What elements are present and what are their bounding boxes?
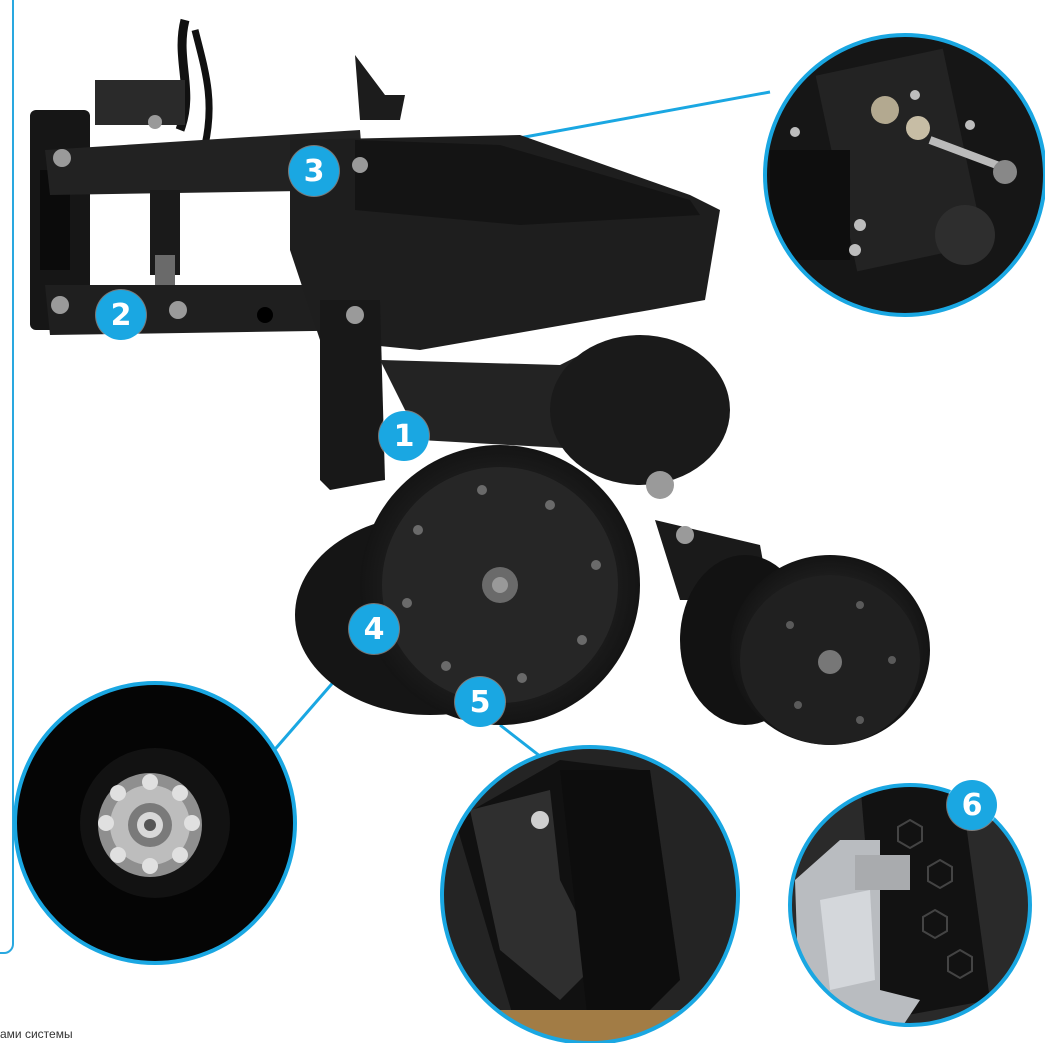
callout-badge-4: 4	[349, 604, 399, 654]
leader-line-5	[499, 723, 546, 762]
caption-text: ами системы	[0, 1027, 73, 1041]
callout-badge-5: 5	[455, 677, 505, 727]
callout-badge-1: 1	[379, 411, 429, 461]
detail-circle-5	[440, 745, 740, 1043]
detail-circle-6	[788, 783, 1032, 1027]
callout-badge-3: 3	[289, 146, 339, 196]
callout-badge-6: 6	[947, 780, 997, 830]
detail-circle-3	[763, 33, 1045, 317]
callout-badge-2: 2	[96, 290, 146, 340]
detail-circle-4	[13, 681, 297, 965]
left-frame-border	[0, 0, 14, 954]
